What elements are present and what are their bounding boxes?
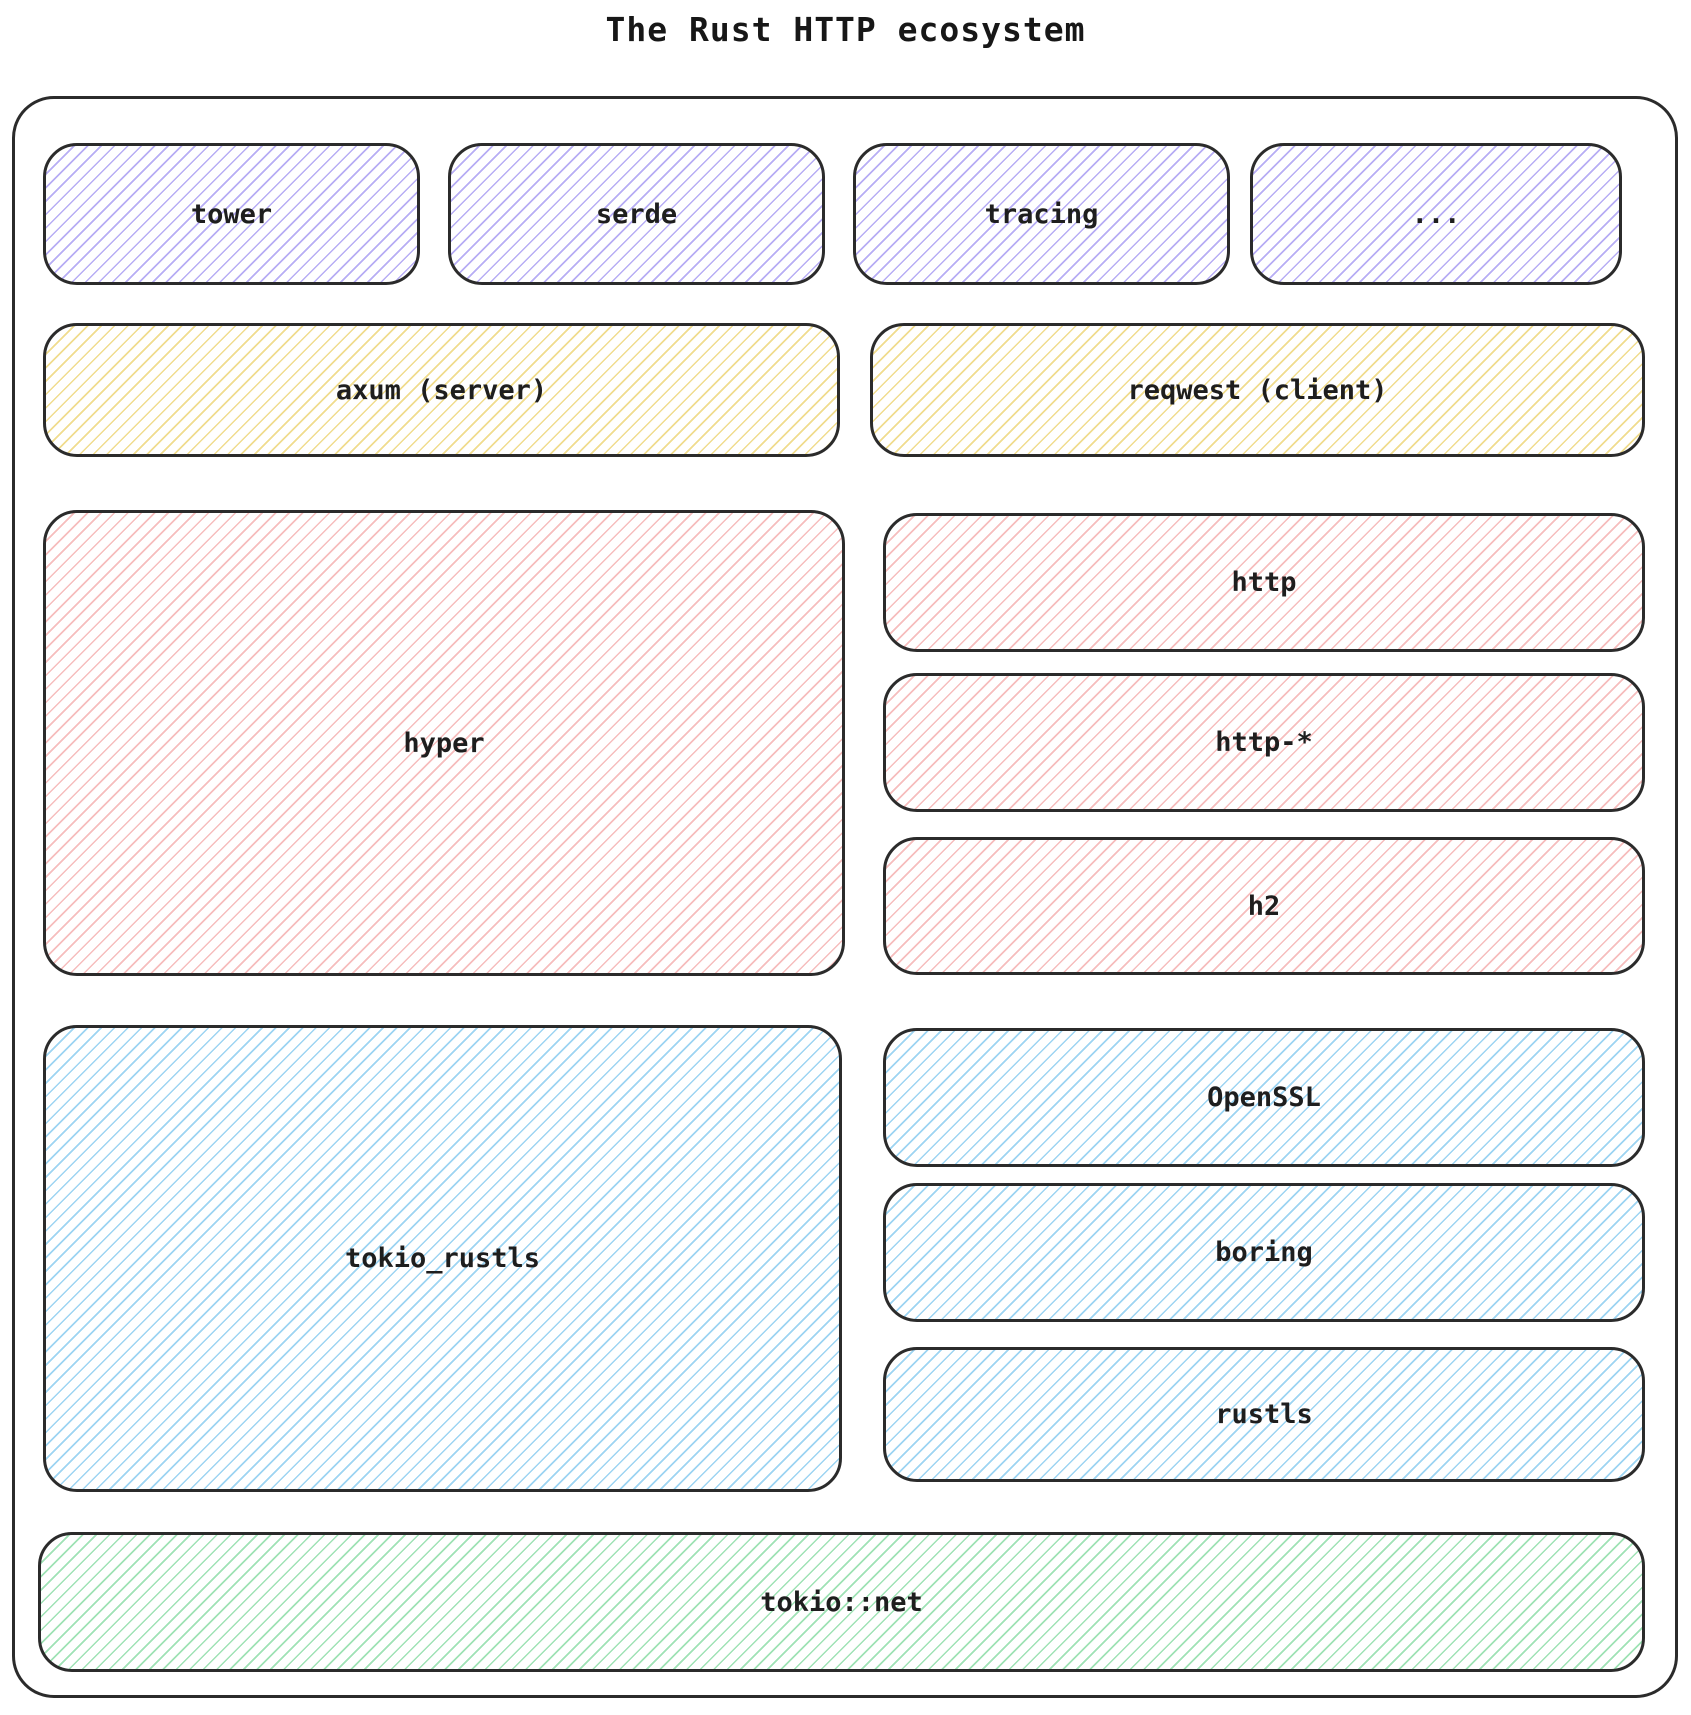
crate-box-reqwest-client: reqwest (client) [870, 323, 1645, 457]
diagram-title: The Rust HTTP ecosystem [605, 10, 1086, 49]
crate-box-serde: serde [448, 143, 825, 285]
crate-box-h2: h2 [883, 837, 1645, 975]
crate-box-tracing: tracing [853, 143, 1230, 285]
crate-box-rustls: rustls [883, 1347, 1645, 1482]
crate-box-hyper: hyper [43, 510, 845, 976]
crate-box-tokio-rustls: tokio_rustls [43, 1025, 842, 1492]
crate-box-http-star: http-* [883, 673, 1645, 812]
crate-box-ellipsis: ... [1250, 143, 1622, 285]
crate-box-tokio-net: tokio::net [38, 1532, 1645, 1672]
crate-box-http: http [883, 513, 1645, 652]
crate-box-boring: boring [883, 1183, 1645, 1322]
crate-box-openssl: OpenSSL [883, 1028, 1645, 1167]
crate-box-tower: tower [43, 143, 420, 285]
crate-box-axum-server: axum (server) [43, 323, 840, 457]
